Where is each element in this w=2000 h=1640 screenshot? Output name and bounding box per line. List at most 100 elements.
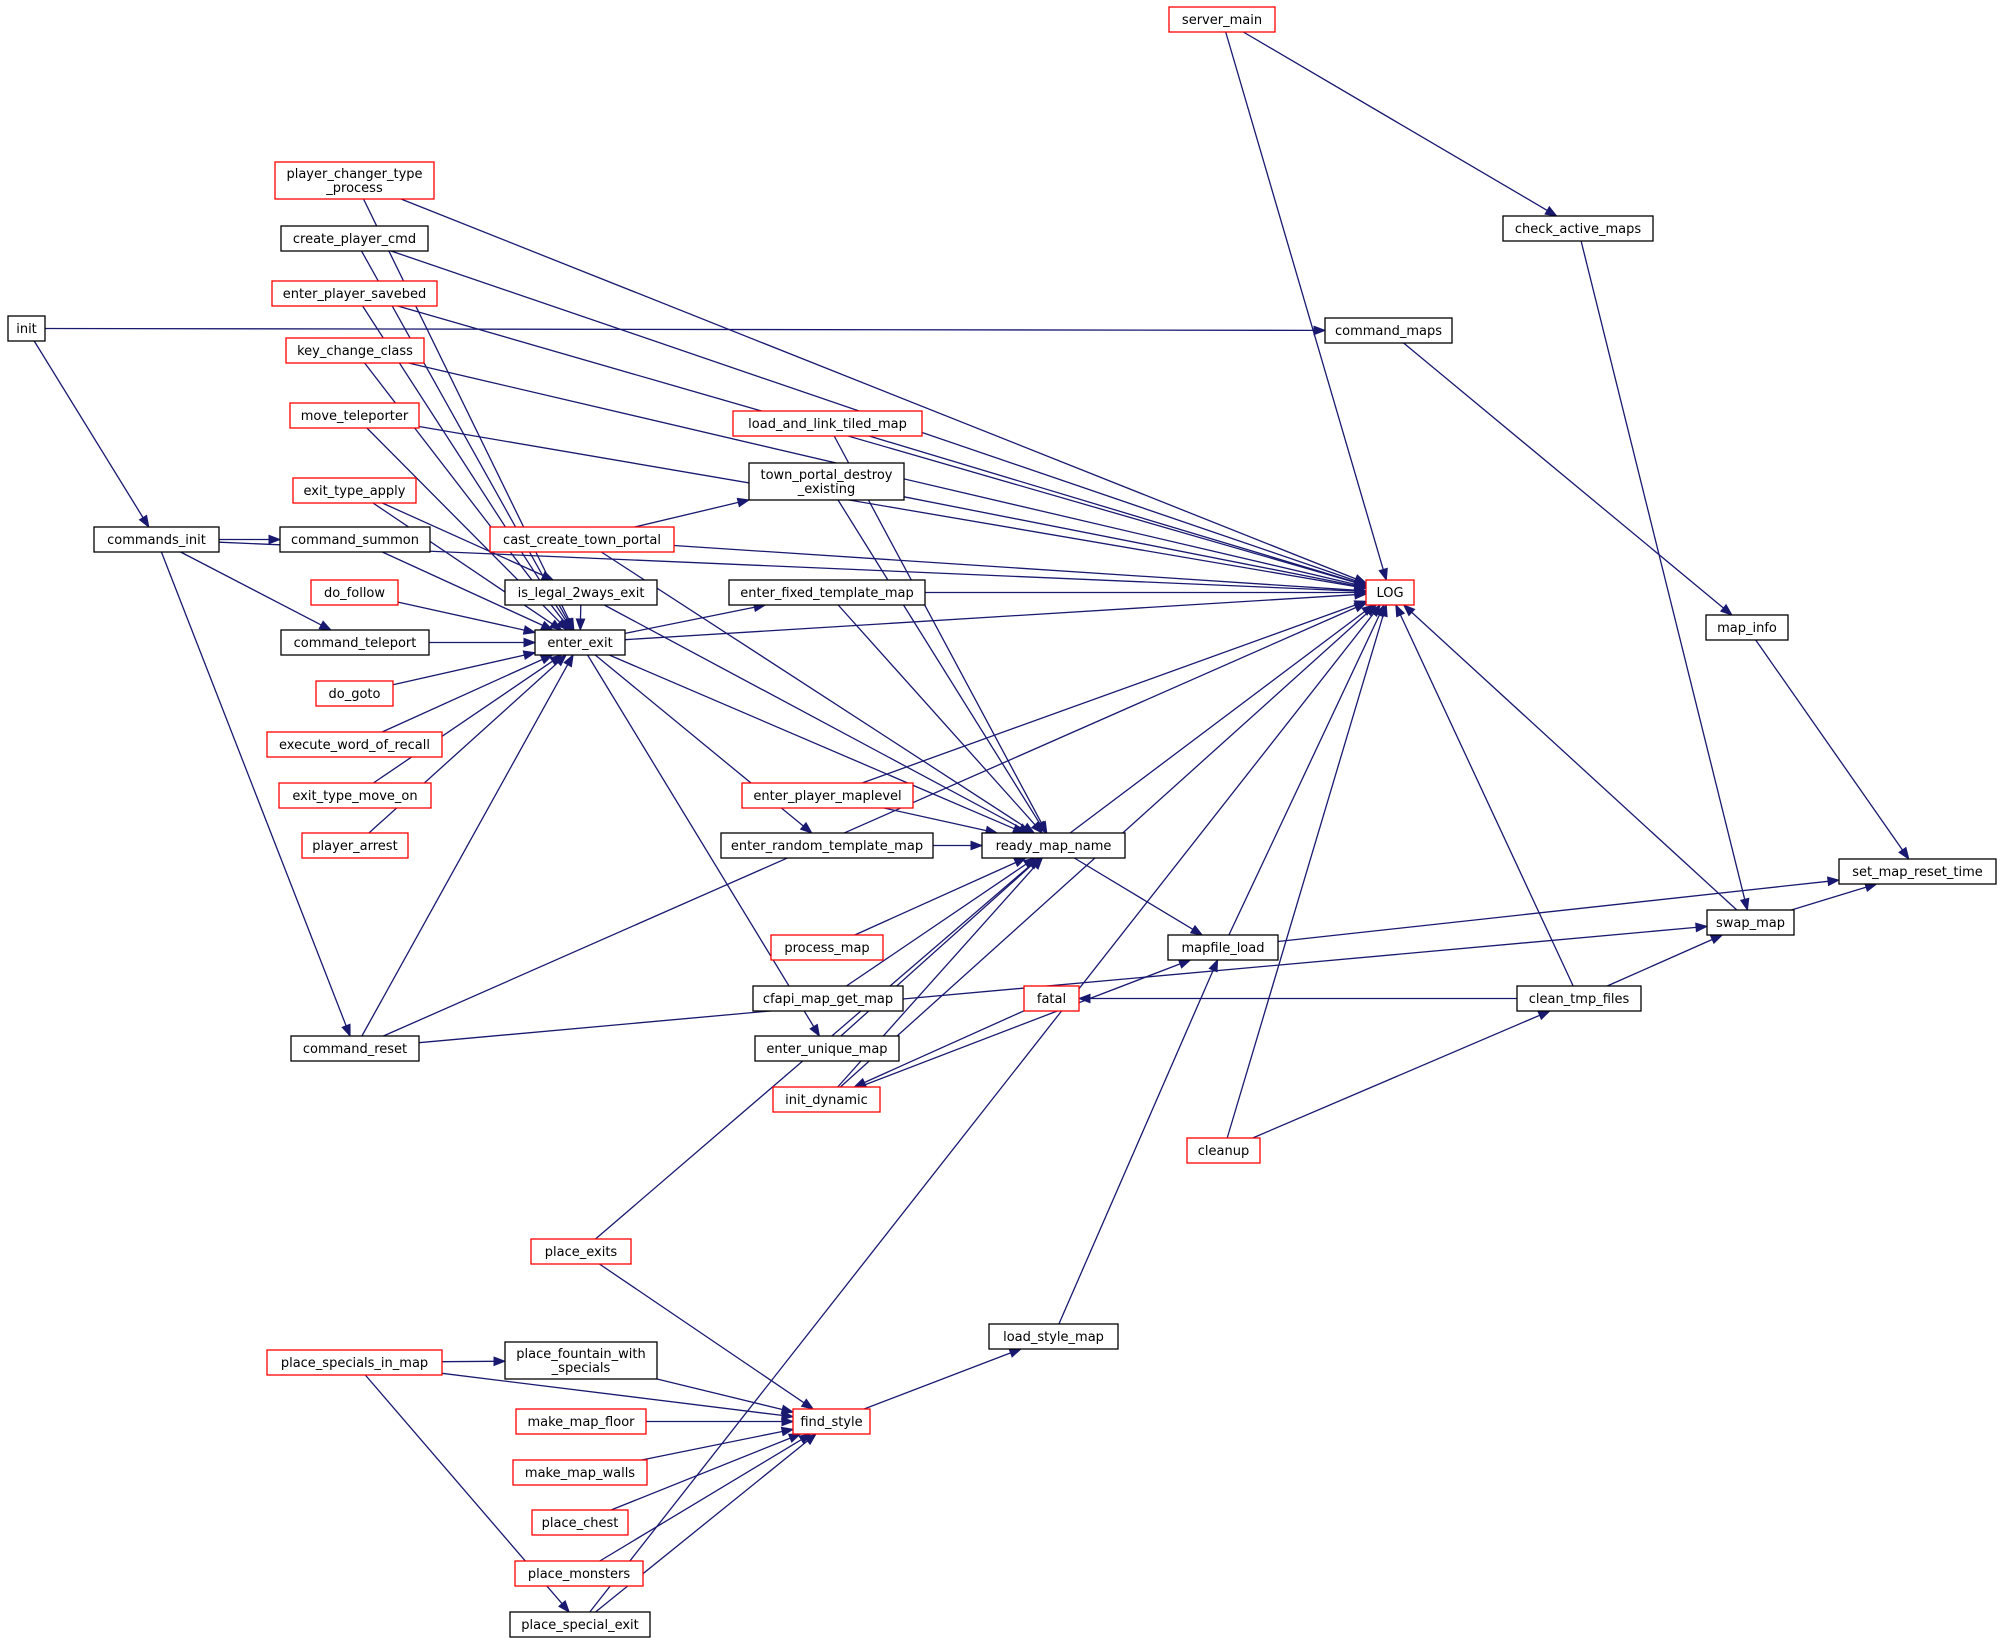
node-box[interactable] bbox=[1705, 614, 1789, 641]
node-key-change-class[interactable]: key_change_class bbox=[285, 337, 425, 364]
node-box[interactable] bbox=[285, 337, 425, 364]
node-box[interactable] bbox=[515, 1408, 647, 1435]
node-enter-exit[interactable]: enter_exit bbox=[534, 629, 626, 656]
node-map-info[interactable]: map_info bbox=[1705, 614, 1789, 641]
node-box[interactable] bbox=[1838, 858, 1997, 885]
node-box[interactable] bbox=[770, 934, 884, 961]
node-clean-tmp-files[interactable]: clean_tmp_files bbox=[1516, 985, 1642, 1012]
node-box[interactable] bbox=[981, 832, 1126, 859]
node-is-legal-2ways-exit[interactable]: is_legal_2ways_exit bbox=[504, 579, 658, 606]
node-ready-map-name[interactable]: ready_map_name bbox=[981, 832, 1126, 859]
node-box[interactable] bbox=[792, 1408, 871, 1435]
node-create-player-cmd[interactable]: create_player_cmd bbox=[280, 225, 429, 252]
node-box[interactable] bbox=[301, 832, 409, 859]
node-box[interactable] bbox=[504, 579, 658, 606]
node-box[interactable] bbox=[279, 526, 431, 553]
node-box[interactable] bbox=[489, 526, 675, 553]
node-box[interactable] bbox=[290, 1035, 420, 1062]
node-do-goto[interactable]: do_goto bbox=[315, 680, 394, 707]
node-box[interactable] bbox=[752, 985, 904, 1012]
node-box[interactable] bbox=[1706, 909, 1795, 936]
node-cleanup[interactable]: cleanup bbox=[1186, 1137, 1261, 1164]
node-box[interactable] bbox=[266, 1349, 443, 1376]
node-command-reset[interactable]: command_reset bbox=[290, 1035, 420, 1062]
node-player-changer-type-process[interactable]: player_changer_type_process bbox=[274, 161, 435, 200]
node-command-maps[interactable]: command_maps bbox=[1324, 317, 1453, 344]
node-load-and-link-tiled-map[interactable]: load_and_link_tiled_map bbox=[732, 410, 923, 437]
node-enter-fixed-template-map[interactable]: enter_fixed_template_map bbox=[728, 579, 926, 606]
node-box[interactable] bbox=[280, 629, 430, 656]
node-process-map[interactable]: process_map bbox=[770, 934, 884, 961]
node-box[interactable] bbox=[315, 680, 394, 707]
node-box[interactable] bbox=[271, 280, 438, 307]
node-load-style-map[interactable]: load_style_map bbox=[988, 1323, 1119, 1350]
node-move-teleporter[interactable]: move_teleporter bbox=[289, 402, 420, 429]
node-box[interactable] bbox=[732, 410, 923, 437]
node-box[interactable] bbox=[7, 315, 46, 342]
node-town-portal-destroy-existing[interactable]: town_portal_destroy_existing bbox=[748, 462, 905, 501]
node-check-active-maps[interactable]: check_active_maps bbox=[1502, 215, 1654, 242]
node-box[interactable] bbox=[509, 1611, 651, 1638]
node-command-teleport[interactable]: command_teleport bbox=[280, 629, 430, 656]
node-box[interactable] bbox=[1502, 215, 1654, 242]
node-box[interactable] bbox=[988, 1323, 1119, 1350]
node-do-follow[interactable]: do_follow bbox=[310, 579, 399, 606]
node-place-fountain-with-specials[interactable]: place_fountain_with_specials bbox=[504, 1341, 658, 1380]
node-box[interactable] bbox=[741, 782, 914, 809]
node-box[interactable] bbox=[1168, 6, 1276, 33]
node-box[interactable] bbox=[1167, 934, 1279, 961]
node-box[interactable] bbox=[512, 1459, 648, 1486]
node-exit-type-move-on[interactable]: exit_type_move_on bbox=[278, 782, 432, 809]
node-mapfile-load[interactable]: mapfile_load bbox=[1167, 934, 1279, 961]
node-enter-unique-map[interactable]: enter_unique_map bbox=[754, 1035, 900, 1062]
node-box[interactable] bbox=[278, 782, 432, 809]
node-LOG[interactable]: LOG bbox=[1365, 579, 1415, 606]
node-box[interactable] bbox=[274, 161, 435, 200]
node-box[interactable] bbox=[1186, 1137, 1261, 1164]
node-box[interactable] bbox=[1516, 985, 1642, 1012]
node-find-style[interactable]: find_style bbox=[792, 1408, 871, 1435]
node-box[interactable] bbox=[530, 1238, 632, 1265]
node-place-monsters[interactable]: place_monsters bbox=[514, 1560, 644, 1587]
node-set-map-reset-time[interactable]: set_map_reset_time bbox=[1838, 858, 1997, 885]
node-box[interactable] bbox=[754, 1035, 900, 1062]
node-server-main[interactable]: server_main bbox=[1168, 6, 1276, 33]
node-box[interactable] bbox=[720, 832, 934, 859]
node-box[interactable] bbox=[1365, 579, 1415, 606]
node-swap-map[interactable]: swap_map bbox=[1706, 909, 1795, 936]
node-init-dynamic[interactable]: init_dynamic bbox=[772, 1086, 881, 1113]
node-box[interactable] bbox=[772, 1086, 881, 1113]
node-box[interactable] bbox=[289, 402, 420, 429]
node-box[interactable] bbox=[292, 477, 417, 504]
node-player-arrest[interactable]: player_arrest bbox=[301, 832, 409, 859]
node-box[interactable] bbox=[728, 579, 926, 606]
node-box[interactable] bbox=[1023, 985, 1080, 1012]
node-init[interactable]: init bbox=[7, 315, 46, 342]
node-fatal[interactable]: fatal bbox=[1023, 985, 1080, 1012]
node-make-map-floor[interactable]: make_map_floor bbox=[515, 1408, 647, 1435]
node-box[interactable] bbox=[310, 579, 399, 606]
node-cast-create-town-portal[interactable]: cast_create_town_portal bbox=[489, 526, 675, 553]
node-exit-type-apply[interactable]: exit_type_apply bbox=[292, 477, 417, 504]
node-box[interactable] bbox=[514, 1560, 644, 1587]
node-commands-init[interactable]: commands_init bbox=[93, 526, 220, 553]
node-box[interactable] bbox=[280, 225, 429, 252]
node-place-chest[interactable]: place_chest bbox=[531, 1509, 629, 1536]
node-make-map-walls[interactable]: make_map_walls bbox=[512, 1459, 648, 1486]
node-cfapi-map-get-map[interactable]: cfapi_map_get_map bbox=[752, 985, 904, 1012]
node-enter-random-template-map[interactable]: enter_random_template_map bbox=[720, 832, 934, 859]
node-enter-player-savebed[interactable]: enter_player_savebed bbox=[271, 280, 438, 307]
node-command-summon[interactable]: command_summon bbox=[279, 526, 431, 553]
node-place-exits[interactable]: place_exits bbox=[530, 1238, 632, 1265]
node-place-special-exit[interactable]: place_special_exit bbox=[509, 1611, 651, 1638]
node-box[interactable] bbox=[531, 1509, 629, 1536]
node-box[interactable] bbox=[93, 526, 220, 553]
node-box[interactable] bbox=[534, 629, 626, 656]
node-execute-word-of-recall[interactable]: execute_word_of_recall bbox=[266, 731, 443, 758]
node-box[interactable] bbox=[1324, 317, 1453, 344]
node-box[interactable] bbox=[266, 731, 443, 758]
node-box[interactable] bbox=[748, 462, 905, 501]
node-place-specials-in-map[interactable]: place_specials_in_map bbox=[266, 1349, 443, 1376]
node-box[interactable] bbox=[504, 1341, 658, 1380]
node-enter-player-maplevel[interactable]: enter_player_maplevel bbox=[741, 782, 914, 809]
